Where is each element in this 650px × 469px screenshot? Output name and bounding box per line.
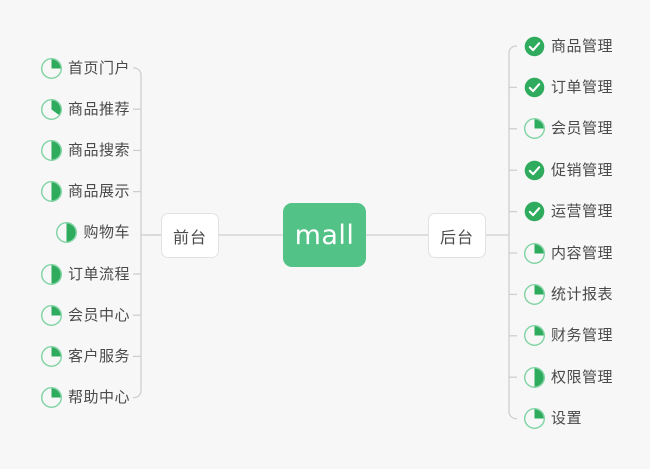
- leaf-node-backend-6[interactable]: 内容管理: [524, 239, 613, 267]
- leaf-node-backend-10[interactable]: 设置: [524, 405, 582, 433]
- pie-progress-icon: [40, 387, 62, 409]
- leaf-node-label: 商品搜索: [67, 140, 130, 159]
- leaf-node-label: 运营管理: [551, 202, 614, 221]
- leaf-node-label: 客户服务: [67, 346, 130, 365]
- pie-progress-icon: [524, 408, 545, 430]
- pie-progress-icon: [40, 304, 62, 326]
- pie-progress-icon: [40, 57, 62, 79]
- leaf-node-label: 购物车: [83, 223, 130, 242]
- check-circle-icon: [524, 160, 545, 181]
- leaf-node-frontend-8[interactable]: 客户服务: [40, 342, 130, 370]
- leaf-node-frontend-4[interactable]: 商品展示: [40, 178, 130, 206]
- pie-progress-icon: [524, 118, 545, 140]
- check-circle-icon: [524, 201, 545, 222]
- check-circle-icon: [524, 77, 545, 98]
- root-node-label: mall: [294, 219, 355, 251]
- leaf-node-label: 商品展示: [67, 182, 130, 201]
- leaf-node-label: 订单流程: [67, 264, 130, 283]
- leaf-node-backend-7[interactable]: 统计报表: [524, 280, 613, 308]
- leaf-node-backend-4[interactable]: 促销管理: [524, 156, 613, 184]
- connector-left-spine: [133, 67, 142, 399]
- pie-progress-icon: [524, 325, 545, 347]
- leaf-node-label: 促销管理: [551, 160, 614, 179]
- leaf-node-label: 订单管理: [551, 77, 614, 96]
- pie-progress-icon: [40, 263, 62, 285]
- leaf-node-frontend-5[interactable]: 购物车: [56, 219, 130, 247]
- leaf-node-label: 权限管理: [551, 367, 614, 386]
- leaf-node-backend-1[interactable]: 商品管理: [524, 32, 613, 60]
- leaf-node-frontend-6[interactable]: 订单流程: [40, 260, 130, 288]
- leaf-node-label: 内容管理: [551, 243, 614, 262]
- connector-right-spine: [508, 45, 517, 420]
- leaf-node-label: 财务管理: [551, 326, 614, 345]
- pie-progress-icon: [524, 283, 545, 305]
- branch-node-backend[interactable]: 后台: [428, 213, 486, 258]
- pie-progress-icon: [56, 222, 78, 244]
- pie-progress-icon: [524, 366, 545, 388]
- check-circle-icon: [524, 36, 545, 57]
- leaf-node-label: 商品管理: [551, 36, 614, 55]
- leaf-node-label: 统计报表: [551, 284, 614, 303]
- leaf-node-backend-5[interactable]: 运营管理: [524, 198, 613, 226]
- branch-node-frontend[interactable]: 前台: [161, 213, 219, 258]
- leaf-node-label: 商品推荐: [67, 99, 130, 118]
- pie-progress-icon: [40, 345, 62, 367]
- pie-progress-icon: [524, 242, 545, 264]
- leaf-node-frontend-9[interactable]: 帮助中心: [40, 384, 130, 412]
- pie-progress-icon: [40, 98, 62, 120]
- leaf-node-backend-3[interactable]: 会员管理: [524, 115, 613, 143]
- leaf-node-label: 设置: [551, 409, 583, 428]
- leaf-node-frontend-1[interactable]: 首页门户: [40, 54, 130, 82]
- branch-node-frontend-label: 前台: [172, 227, 207, 247]
- leaf-node-label: 会员管理: [551, 119, 614, 138]
- leaf-node-backend-9[interactable]: 权限管理: [524, 363, 613, 391]
- leaf-node-label: 帮助中心: [67, 388, 130, 407]
- leaf-node-frontend-2[interactable]: 商品推荐: [40, 95, 130, 123]
- pie-progress-icon: [40, 139, 62, 161]
- leaf-node-frontend-3[interactable]: 商品搜索: [40, 136, 130, 164]
- branch-node-backend-label: 后台: [439, 227, 474, 247]
- leaf-node-label: 会员中心: [67, 305, 130, 324]
- leaf-node-backend-8[interactable]: 财务管理: [524, 322, 613, 350]
- leaf-node-backend-2[interactable]: 订单管理: [524, 73, 613, 101]
- leaf-node-label: 首页门户: [67, 58, 130, 77]
- root-node-mall[interactable]: mall: [283, 203, 366, 267]
- pie-progress-icon: [40, 181, 62, 203]
- leaf-node-frontend-7[interactable]: 会员中心: [40, 301, 130, 329]
